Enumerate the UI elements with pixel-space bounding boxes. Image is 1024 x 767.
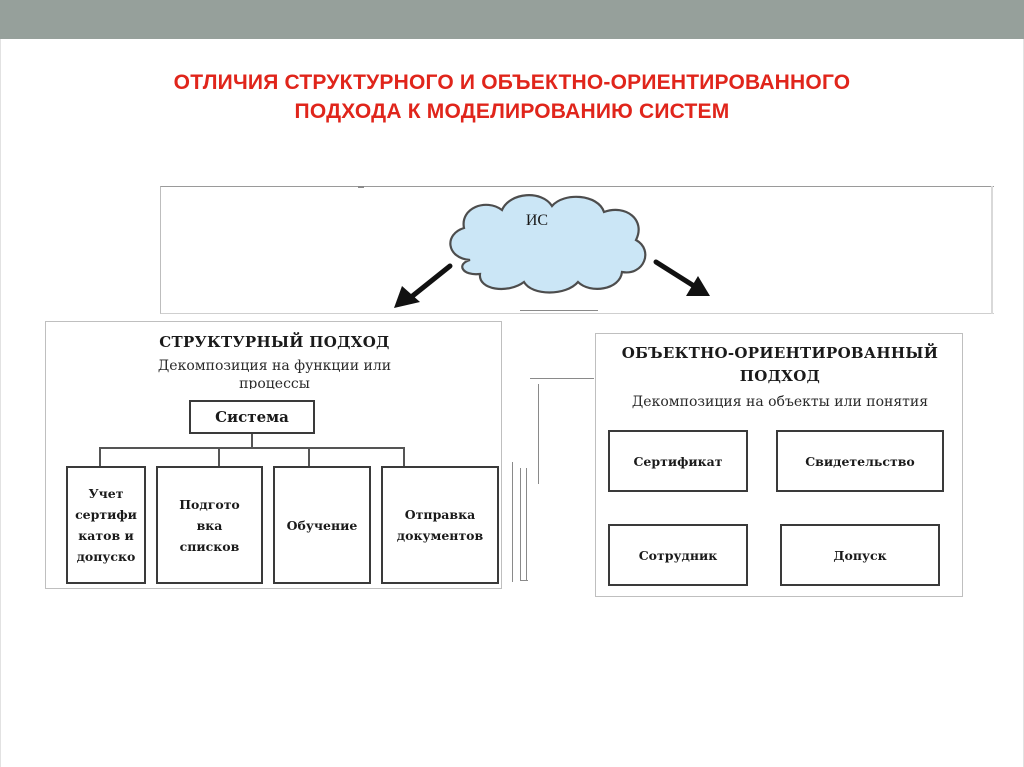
tree-leg [308, 447, 310, 466]
structural-subtitle-2: процессы [239, 376, 310, 389]
oo-subtitle: Декомпозиция на объекты или понятия [631, 394, 929, 410]
function-label: Подгото вка списков [179, 496, 240, 554]
connector-fragment [538, 384, 539, 484]
object-box: Свидетельство [776, 430, 944, 492]
header-bar [0, 0, 1024, 39]
oo-title-1: ОБЪЕКТНО-ОРИЕНТИРОВАННЫЙ [621, 344, 939, 362]
object-label: Сотрудник [638, 547, 718, 563]
arrow-right-icon [653, 259, 710, 296]
object-label: Допуск [833, 547, 887, 563]
frame-edge [991, 186, 993, 314]
object-box: Сотрудник [608, 524, 748, 586]
function-box: Подгото вка списков [156, 466, 263, 584]
object-box: Допуск [780, 524, 940, 586]
connector-fragment [512, 462, 513, 582]
system-box: Система [189, 400, 315, 434]
function-box: Обучение [273, 466, 371, 584]
structural-panel: СТРУКТУРНЫЙ ПОДХОД Декомпозиция на функц… [45, 321, 502, 589]
object-oriented-panel: ОБЪЕКТНО-ОРИЕНТИРОВАННЫЙ ПОДХОД Декомпоз… [595, 333, 963, 597]
tree-leg [99, 447, 101, 466]
function-box: Учет сертифи катов и допуско [66, 466, 146, 584]
function-label: Учет сертифи катов и допуско [75, 486, 137, 564]
cloud-shape [449, 194, 647, 294]
function-box: Отправка документов [381, 466, 499, 584]
tree-leg [218, 447, 220, 466]
function-label: Обучение [286, 517, 358, 533]
frame-mark [358, 186, 364, 188]
tree-branch [99, 447, 405, 449]
tree-leg [403, 447, 405, 466]
structural-title: СТРУКТУРНЫЙ ПОДХОД [159, 333, 390, 351]
system-label: Система [215, 407, 289, 426]
oo-title-2: ПОДХОД [739, 367, 821, 385]
tree-stem [251, 434, 253, 448]
object-box: Сертификат [608, 430, 748, 492]
object-label: Свидетельство [805, 453, 915, 469]
connector-fragment [520, 310, 598, 311]
structural-subtitle-1: Декомпозиция на функции или [157, 358, 392, 374]
connector-fragment [530, 378, 594, 379]
arrow-left-icon [394, 263, 453, 308]
connector-fragment [520, 580, 528, 581]
slide-title: ОТЛИЧИЯ СТРУКТУРНОГО И ОБЪЕКТНО-ОРИЕНТИР… [40, 68, 984, 126]
title-line-1: ОТЛИЧИЯ СТРУКТУРНОГО И ОБЪЕКТНО-ОРИЕНТИР… [173, 71, 851, 94]
connector-fragment [520, 468, 521, 580]
function-label: Отправка документов [396, 507, 484, 543]
object-label: Сертификат [633, 453, 723, 469]
cloud-label: ИС [525, 212, 549, 229]
title-line-2: ПОДХОДА К МОДЕЛИРОВАНИЮ СИСТЕМ [294, 100, 730, 123]
connector-fragment [526, 468, 527, 580]
